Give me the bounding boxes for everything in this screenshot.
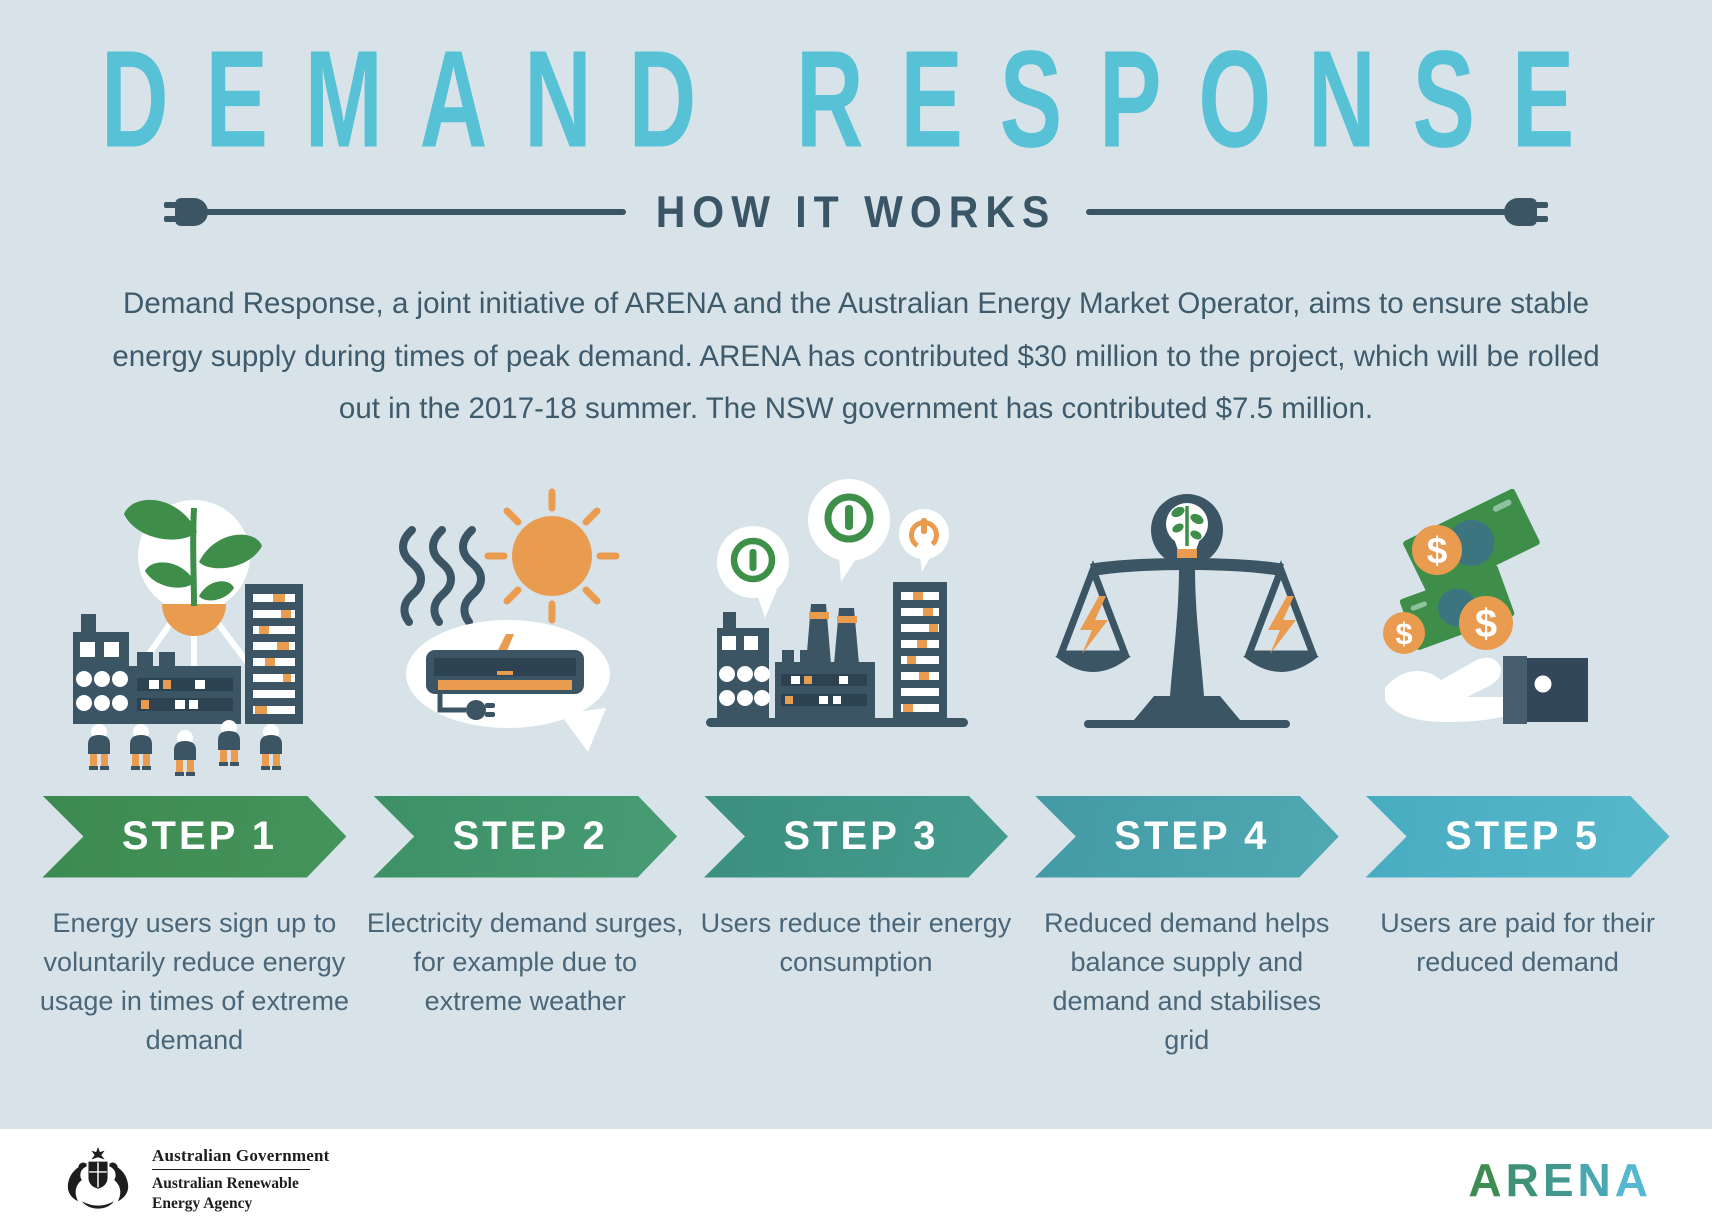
step-3-description: Users reduce their energy consumption (700, 907, 1012, 977)
gov-agency-line2: Energy Agency (152, 1194, 253, 1212)
footer: Australian Government Australian Renewab… (0, 1129, 1712, 1230)
page-subtitle: HOW IT WORKS (655, 186, 1057, 237)
step-5-description: Users are paid for their reduced demand (1380, 907, 1655, 977)
balance-scales-energy-icon (1022, 456, 1352, 786)
svg-text:$: $ (1426, 530, 1447, 571)
step-1-label: STEP 1 (121, 814, 277, 858)
step-arrows-row: STEP 1 STEP 2 STEP 3 STEP 4 STEP 5 (29, 786, 1683, 878)
step-1-description: Energy users sign up to voluntarily redu… (39, 907, 349, 1055)
step-5-label: STEP 5 (1445, 814, 1601, 858)
step-descriptions-row: Energy users sign up to voluntarily redu… (29, 878, 1683, 1061)
buildings-lightbulb-plant-icon (29, 456, 359, 786)
power-plug-left-icon (163, 198, 626, 226)
step-2-arrow: STEP 2 (373, 795, 678, 878)
step-4-label: STEP 4 (1114, 814, 1270, 858)
step-2-label: STEP 2 (452, 814, 608, 858)
intro-paragraph: Demand Response, a joint initiative of A… (112, 287, 1600, 425)
australian-government-logo: Australian Government Australian Renewab… (60, 1146, 330, 1213)
subtitle-row: HOW IT WORKS (0, 187, 1712, 236)
step-4-description: Reduced demand helps balance supply and … (1044, 907, 1330, 1055)
step-3-arrow: STEP 3 (703, 795, 1008, 878)
power-plug-right-icon (1086, 198, 1549, 226)
infographic-page: DEMAND RESPONSE HOW IT WORKS Demand Resp… (0, 24, 1712, 1230)
gov-name: Australian Government (152, 1145, 330, 1165)
australian-coat-of-arms-icon (67, 1146, 129, 1209)
page-title: DEMAND RESPONSE (100, 23, 1612, 177)
step-icons-row: $ $ $ (29, 456, 1683, 786)
step-3-label: STEP 3 (783, 814, 939, 858)
step-4-arrow: STEP 4 (1034, 795, 1339, 878)
hand-receiving-money-icon: $ $ $ (1353, 456, 1683, 786)
step-2-description: Electricity demand surges, for example d… (366, 907, 684, 1016)
gov-agency-line1: Australian Renewable (152, 1175, 299, 1193)
svg-text:$: $ (1474, 602, 1496, 646)
gov-divider (152, 1168, 310, 1171)
svg-text:$: $ (1395, 616, 1412, 651)
step-1-arrow: STEP 1 (42, 795, 347, 878)
factory-power-off-bubbles-icon (691, 456, 1021, 786)
step-5-arrow: STEP 5 (1365, 795, 1670, 878)
sun-heat-airconditioner-icon (360, 456, 690, 786)
